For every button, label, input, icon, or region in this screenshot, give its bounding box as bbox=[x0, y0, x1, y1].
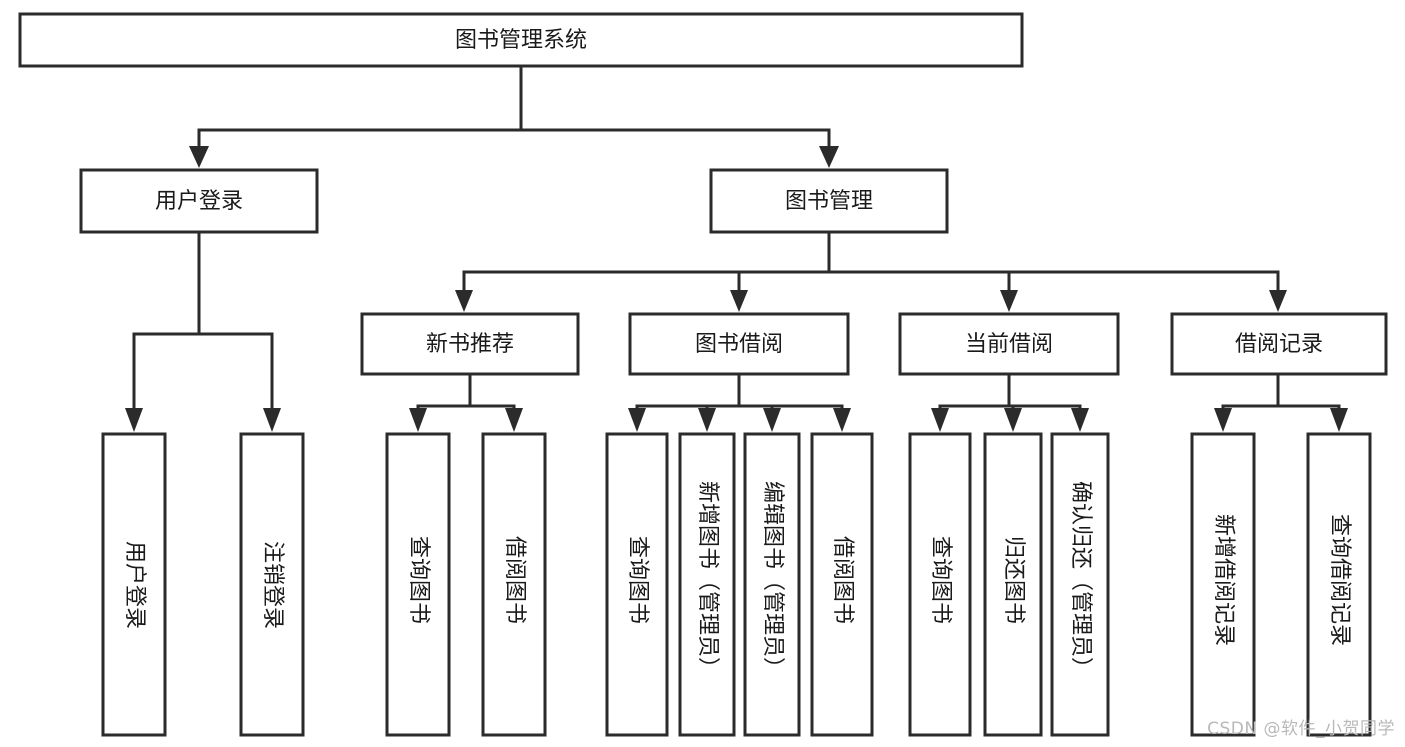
node-book-borrow-box[interactable] bbox=[628, 312, 850, 376]
node-book-management[interactable]: 图书管理 bbox=[709, 168, 949, 234]
node-book-borrow[interactable]: 图书借阅 bbox=[628, 312, 850, 376]
node-leaf-add-borrow-record[interactable]: 新增借阅记录 bbox=[1190, 432, 1256, 737]
arrow-head-leaf-add-borrow-record bbox=[1214, 408, 1232, 432]
node-borrow-record-box[interactable] bbox=[1170, 312, 1388, 376]
node-current-borrow-box[interactable] bbox=[898, 312, 1120, 376]
node-root-system-label: 图书管理系统 bbox=[455, 28, 587, 53]
node-leaf-query-borrow-record-label: 查询借阅记录 bbox=[1327, 514, 1352, 646]
node-leaf-query-book-borrow-label: 查询图书 bbox=[625, 536, 650, 624]
node-leaf-query-borrow-record-box[interactable] bbox=[1306, 432, 1372, 737]
arrow-head-book-borrow bbox=[730, 290, 748, 312]
arrow-head-leaf-borrow-book-rec bbox=[505, 408, 523, 432]
node-leaf-query-book-current-label: 查询图书 bbox=[928, 536, 953, 624]
node-leaf-add-book-box[interactable] bbox=[678, 432, 736, 737]
node-leaf-query-book-current-box[interactable] bbox=[908, 432, 972, 737]
node-leaf-borrow-book-box[interactable] bbox=[810, 432, 874, 737]
arrow-head-leaf-borrow-book bbox=[833, 408, 851, 432]
node-current-borrow[interactable]: 当前借阅 bbox=[898, 312, 1120, 376]
arrow-head-current-borrow bbox=[1000, 290, 1018, 312]
node-root-system-box[interactable] bbox=[18, 12, 1024, 68]
arrow-head-leaf-query-borrow-record bbox=[1330, 408, 1348, 432]
node-leaf-borrow-book-rec-label: 借阅图书 bbox=[502, 536, 527, 624]
connector-layer bbox=[125, 64, 1348, 432]
node-new-book-recommend-box[interactable] bbox=[360, 312, 580, 376]
node-user-login-box[interactable] bbox=[79, 168, 319, 234]
node-leaf-user-logout-box[interactable] bbox=[239, 432, 305, 737]
node-leaf-query-book-rec[interactable]: 查询图书 bbox=[385, 432, 451, 737]
node-leaf-query-borrow-record[interactable]: 查询借阅记录 bbox=[1306, 432, 1372, 737]
node-leaf-user-login[interactable]: 用户登录 bbox=[101, 432, 167, 737]
node-leaf-confirm-return-label: 确认归还（管理员） bbox=[1068, 481, 1093, 679]
arrow-head-user-login bbox=[189, 146, 209, 168]
node-leaf-confirm-return[interactable]: 确认归还（管理员） bbox=[1050, 432, 1110, 737]
node-leaf-add-book-label: 新增图书（管理员） bbox=[695, 481, 720, 679]
arrow-head-book-management bbox=[819, 146, 839, 168]
node-leaf-query-book-current[interactable]: 查询图书 bbox=[908, 432, 972, 737]
node-borrow-record-label: 借阅记录 bbox=[1235, 332, 1323, 357]
arrow-head-leaf-return-book bbox=[1004, 408, 1022, 432]
node-borrow-record[interactable]: 借阅记录 bbox=[1170, 312, 1388, 376]
node-current-borrow-label: 当前借阅 bbox=[965, 332, 1053, 357]
arrow-head-leaf-query-book-borrow bbox=[628, 408, 646, 432]
node-leaf-query-book-rec-box[interactable] bbox=[385, 432, 451, 737]
arrow-head-borrow-record bbox=[1269, 290, 1287, 312]
node-leaf-add-borrow-record-label: 新增借阅记录 bbox=[1211, 514, 1236, 646]
node-leaf-user-login-box[interactable] bbox=[101, 432, 167, 737]
node-leaf-query-book-borrow-box[interactable] bbox=[605, 432, 669, 737]
node-leaf-edit-book-label: 编辑图书（管理员） bbox=[760, 481, 785, 679]
arrow-head-new-book-recommend bbox=[455, 290, 473, 312]
arrow-head-leaf-user-logout bbox=[263, 408, 281, 432]
arrow-head-leaf-confirm-return bbox=[1071, 408, 1089, 432]
arrow-head-leaf-add-book bbox=[698, 408, 716, 432]
node-leaf-confirm-return-box[interactable] bbox=[1050, 432, 1110, 737]
node-leaf-add-borrow-record-box[interactable] bbox=[1190, 432, 1256, 737]
node-leaf-borrow-book[interactable]: 借阅图书 bbox=[810, 432, 874, 737]
node-leaf-borrow-book-label: 借阅图书 bbox=[830, 536, 855, 624]
arrow-head-leaf-user-login bbox=[125, 408, 143, 432]
node-book-management-box[interactable] bbox=[709, 168, 949, 234]
node-root-system[interactable]: 图书管理系统 bbox=[18, 12, 1024, 68]
node-leaf-user-logout-label: 注销登录 bbox=[260, 541, 285, 629]
arrow-head-leaf-edit-book bbox=[763, 408, 781, 432]
node-leaf-return-book-box[interactable] bbox=[983, 432, 1043, 737]
node-leaf-return-book-label: 归还图书 bbox=[1001, 536, 1026, 624]
arrow-head-leaf-query-book-rec bbox=[409, 408, 427, 432]
node-leaf-query-book-rec-label: 查询图书 bbox=[406, 536, 431, 624]
node-leaf-query-book-borrow[interactable]: 查询图书 bbox=[605, 432, 669, 737]
node-leaf-return-book[interactable]: 归还图书 bbox=[983, 432, 1043, 737]
node-book-borrow-label: 图书借阅 bbox=[695, 332, 783, 357]
node-leaf-user-login-label: 用户登录 bbox=[122, 541, 147, 629]
node-user-login-label: 用户登录 bbox=[155, 189, 243, 214]
node-book-management-label: 图书管理 bbox=[785, 189, 873, 214]
node-user-login[interactable]: 用户登录 bbox=[79, 168, 319, 234]
node-new-book-recommend[interactable]: 新书推荐 bbox=[360, 312, 580, 376]
node-leaf-add-book[interactable]: 新增图书（管理员） bbox=[678, 432, 736, 737]
node-new-book-recommend-label: 新书推荐 bbox=[426, 332, 514, 357]
arrow-head-leaf-query-book-current bbox=[931, 408, 949, 432]
node-leaf-edit-book[interactable]: 编辑图书（管理员） bbox=[743, 432, 801, 737]
csdn-watermark: CSDN @软件_小贺同学 bbox=[1207, 719, 1395, 739]
node-leaf-user-logout[interactable]: 注销登录 bbox=[239, 432, 305, 737]
node-leaf-borrow-book-rec-box[interactable] bbox=[481, 432, 547, 737]
node-leaf-borrow-book-rec[interactable]: 借阅图书 bbox=[481, 432, 547, 737]
node-leaf-edit-book-box[interactable] bbox=[743, 432, 801, 737]
